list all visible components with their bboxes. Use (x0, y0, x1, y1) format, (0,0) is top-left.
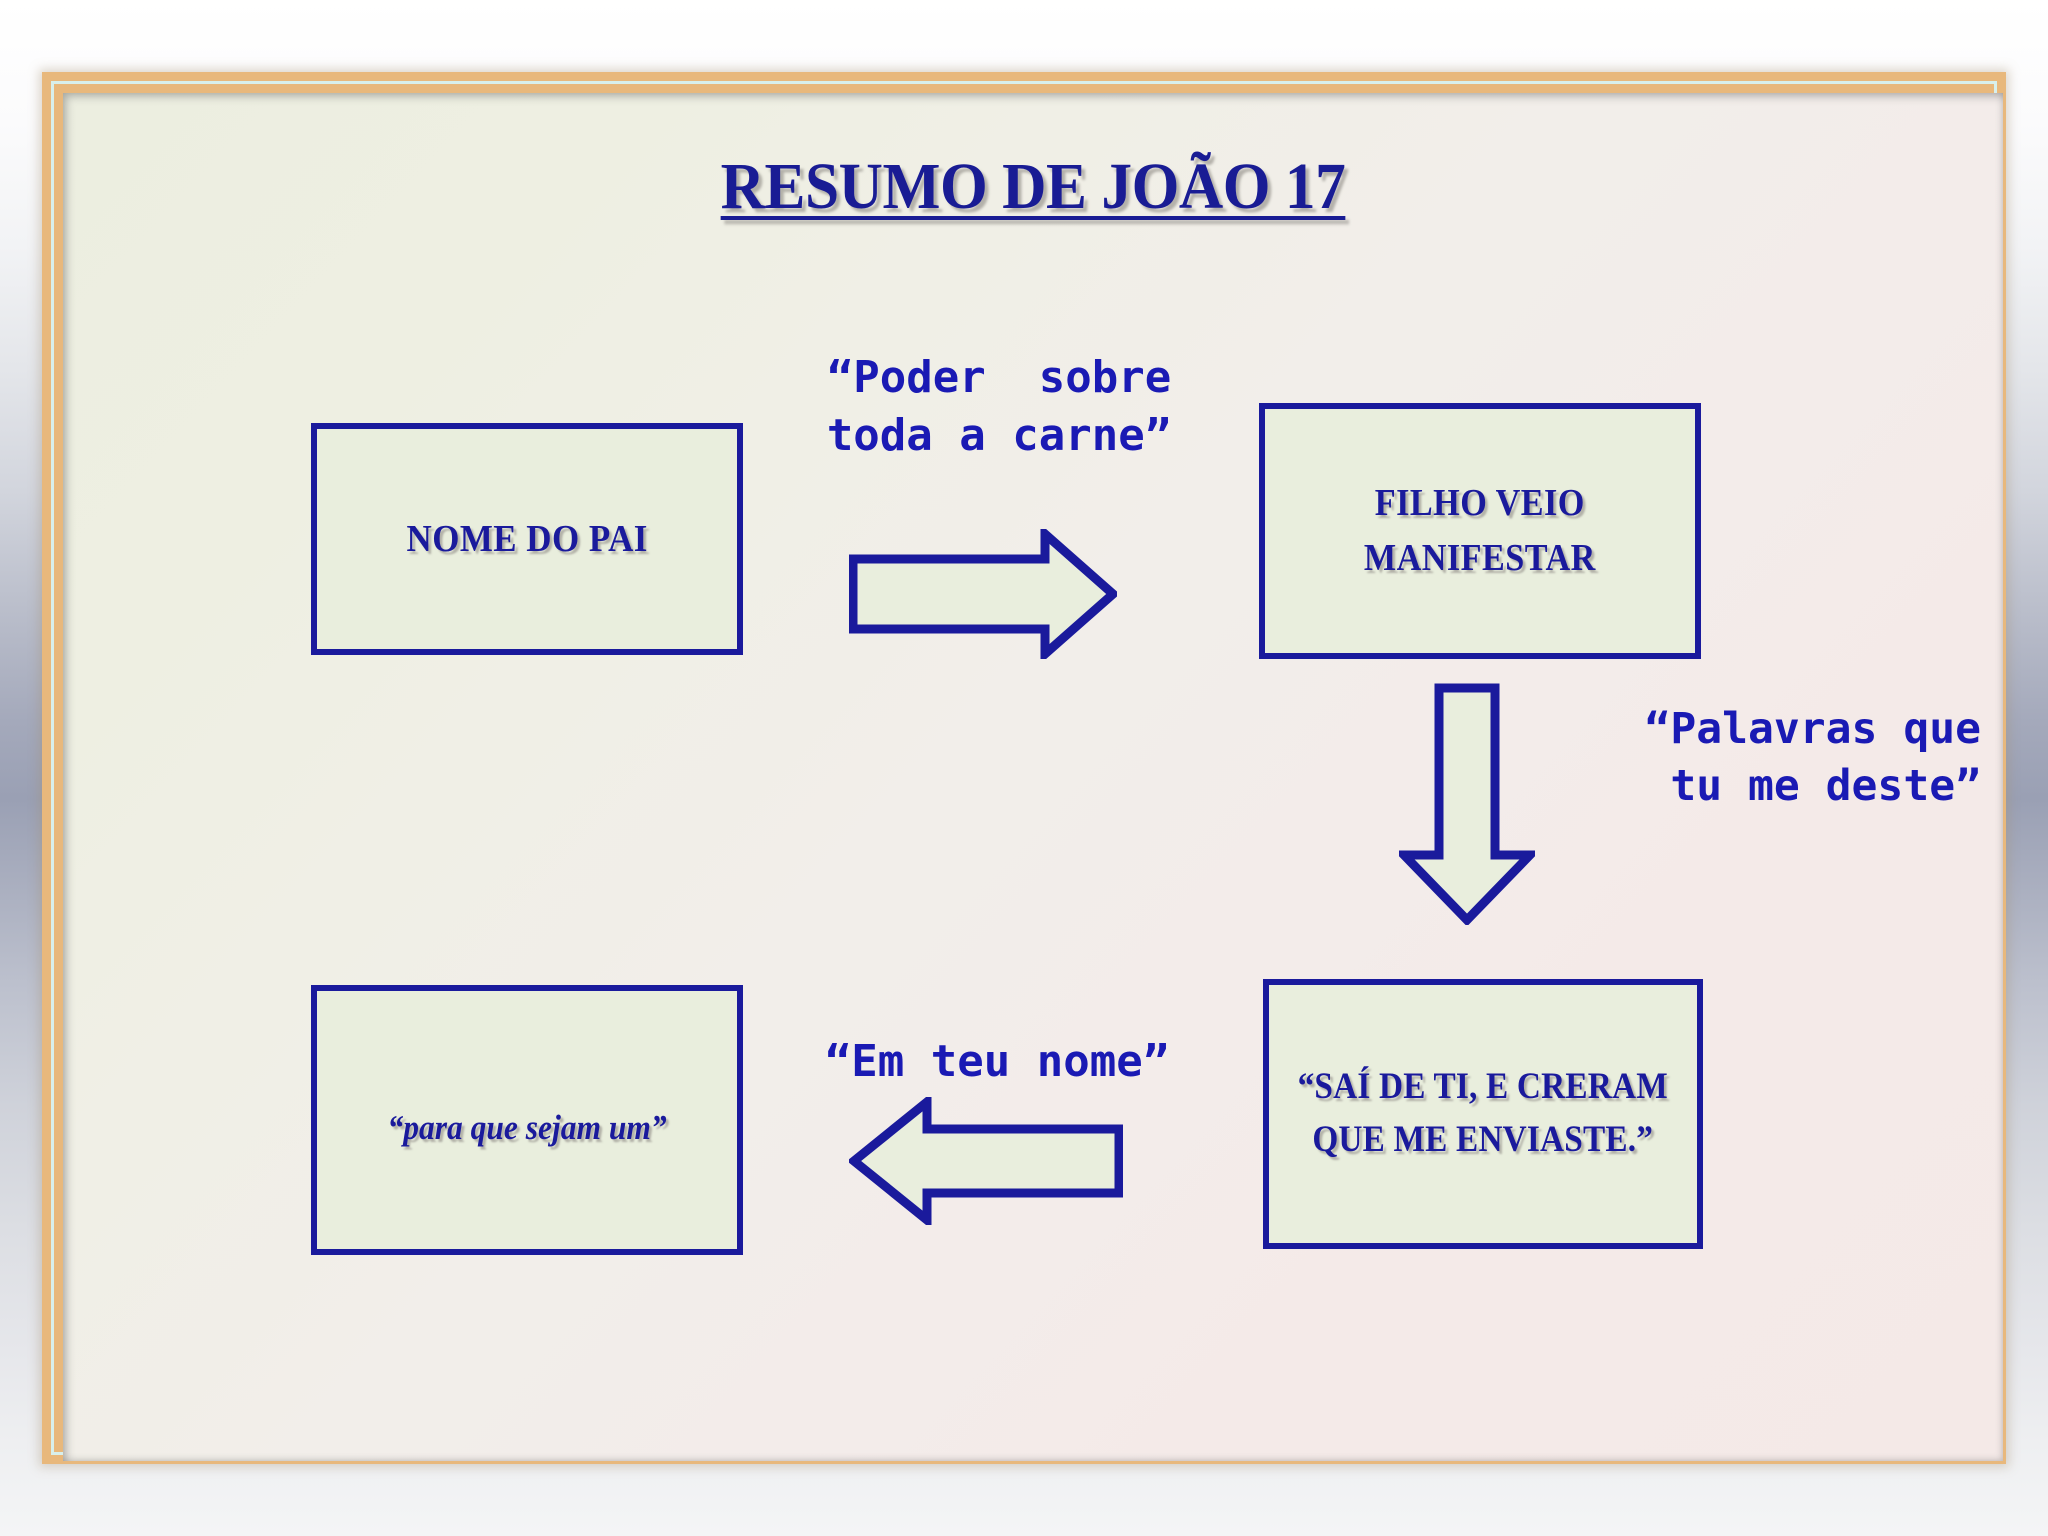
node-box-para-que-sejam-um[interactable]: “para que sejam um” (311, 985, 743, 1255)
node-box-filho-veio-manifestar-label: FILHO VEIO MANIFESTAR (1364, 476, 1596, 586)
node-line: “SAÍ DE TI, E CRERAM (1297, 1066, 1669, 1108)
node-box-sai-de-ti[interactable]: “SAÍ DE TI, E CRERAM QUE ME ENVIASTE.” (1263, 979, 1703, 1249)
slide-canvas: RESUMO DE JOÃO 17 NOME DO PAI FILHO VEIO… (63, 93, 2003, 1461)
arrow-left-icon (849, 1097, 1123, 1225)
node-line: FILHO VEIO (1374, 481, 1586, 524)
node-box-sai-de-ti-label: “SAÍ DE TI, E CRERAM QUE ME ENVIASTE.” (1298, 1061, 1668, 1166)
node-box-para-que-sejam-um-label: “para que sejam um” (387, 1106, 666, 1151)
edge-label-em-teu-nome: “Em teu nome” (824, 1036, 1170, 1087)
edge-label-poder-sobre-toda-a-carne: “Poder sobre toda a carne” (826, 352, 1172, 462)
node-line: QUE ME ENVIASTE.” (1312, 1119, 1654, 1160)
node-line: NOME DO PAI (406, 517, 648, 560)
node-line: “para que sejam um” (387, 1107, 667, 1147)
node-box-nome-do-pai-label: NOME DO PAI (406, 515, 647, 564)
slide-frame: RESUMO DE JOÃO 17 NOME DO PAI FILHO VEIO… (42, 72, 2006, 1464)
edge-label-palavras-que-tu-me-deste: “Palavras que tu me deste” (1644, 704, 1981, 811)
node-box-nome-do-pai[interactable]: NOME DO PAI (311, 423, 743, 655)
node-line: MANIFESTAR (1364, 537, 1596, 579)
arrow-right-icon (849, 529, 1117, 659)
arrow-down-icon (1399, 683, 1535, 925)
node-box-filho-veio-manifestar[interactable]: FILHO VEIO MANIFESTAR (1259, 403, 1701, 659)
slide-title: RESUMO DE JOÃO 17 (720, 150, 1346, 223)
